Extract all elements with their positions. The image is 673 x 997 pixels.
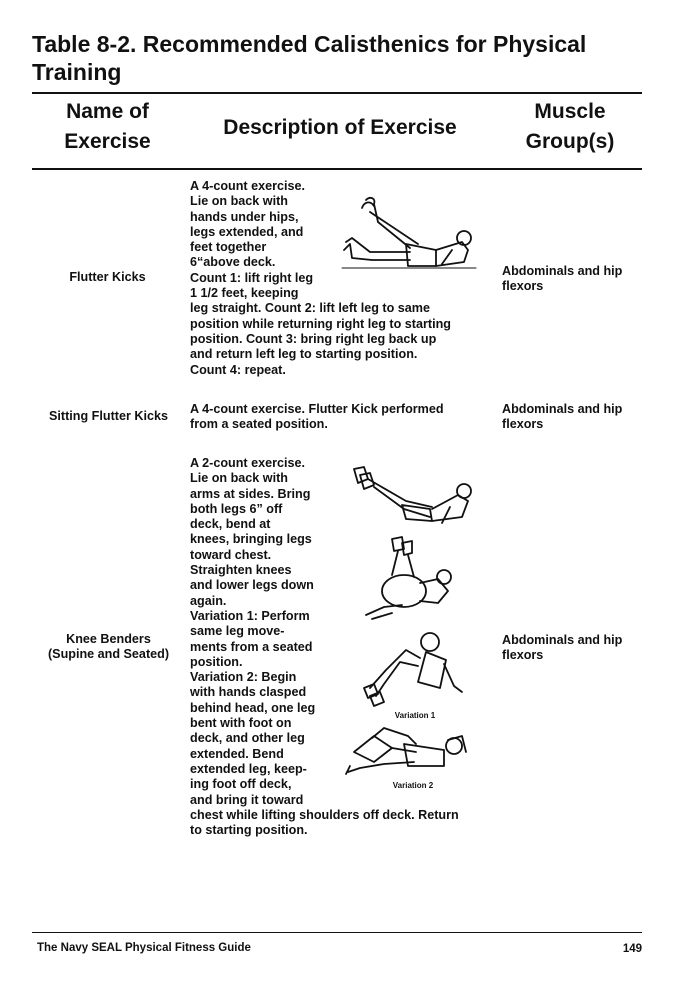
muscle-line: flexors bbox=[502, 648, 544, 663]
description-line: and bring it toward bbox=[190, 792, 304, 807]
exercise-name-line2: (Supine and Seated) bbox=[47, 647, 170, 662]
description-line: arms at sides. Bring bbox=[190, 486, 311, 501]
column-header-name-line1: Name of bbox=[66, 100, 149, 123]
description-line: leg straight. Count 2: lift left leg to … bbox=[190, 301, 431, 316]
description-line: toward chest. bbox=[190, 547, 272, 562]
page-title: Table 8-2. Recommended Calisthenics for … bbox=[32, 31, 587, 85]
description-line: chest while lifting shoulders off deck. … bbox=[190, 807, 459, 822]
description-line: extended leg, keep- bbox=[190, 761, 307, 776]
variation-2-caption: Variation 2 bbox=[392, 781, 434, 790]
description-line: A 4-count exercise. bbox=[190, 179, 306, 193]
description-line: position. bbox=[190, 654, 243, 669]
description-line: A 4-count exercise. Flutter Kick perform… bbox=[190, 402, 444, 416]
muscle-line: Abdominals and hip bbox=[502, 633, 623, 647]
column-header-name: Name of Exercise bbox=[40, 97, 175, 157]
muscle-line: Abdominals and hip bbox=[502, 402, 623, 416]
muscle-group-knee-benders: Abdominals and hip flexors bbox=[502, 633, 642, 664]
description-line: deck, and other leg bbox=[190, 731, 305, 746]
description-line: behind head, one leg bbox=[190, 700, 316, 715]
muscle-group-flutter-kicks: Abdominals and hip flexors bbox=[502, 264, 642, 295]
description-line: Count 1: lift right leg bbox=[190, 270, 314, 285]
muscle-group-sitting-flutter-kicks: Abdominals and hip flexors bbox=[502, 402, 642, 433]
footer-rule bbox=[32, 932, 642, 933]
knee-bender-tucked-figure-icon bbox=[362, 535, 462, 625]
column-header-muscle-line2: Group(s) bbox=[525, 130, 615, 153]
exercise-description-knee-benders: A 2-count exercise. Lie on back with arm… bbox=[190, 456, 490, 838]
exercise-name-knee-benders: Knee Benders (Supine and Seated) bbox=[36, 632, 181, 663]
description-line: knees, bringing legs bbox=[190, 532, 312, 547]
description-line: legs extended, and bbox=[190, 224, 304, 239]
muscle-line: Abdominals and hip bbox=[502, 264, 623, 278]
exercise-name-sitting-flutter-kicks: Sitting Flutter Kicks bbox=[49, 409, 168, 423]
column-header-muscle: Muscle Group(s) bbox=[500, 97, 640, 157]
description-line: ing foot off deck, bbox=[190, 777, 292, 792]
description-line: Count 4: repeat. bbox=[190, 362, 286, 377]
column-header-muscle-line1: Muscle bbox=[534, 100, 606, 123]
description-line: deck, bend at bbox=[190, 517, 271, 532]
exercise-name-flutter-kicks: Flutter Kicks bbox=[69, 270, 146, 284]
description-line: Straighten knees bbox=[190, 563, 292, 578]
variation-2-figure-icon bbox=[344, 722, 474, 780]
description-line: Lie on back with bbox=[190, 471, 288, 486]
description-line: same leg move- bbox=[190, 624, 285, 639]
description-line: Lie on back with bbox=[190, 194, 288, 209]
exercise-description-sitting-flutter-kicks: A 4-count exercise. Flutter Kick perform… bbox=[190, 402, 490, 433]
column-header-name-line2: Exercise bbox=[64, 130, 151, 153]
description-line: extended. Bend bbox=[190, 746, 284, 761]
variation-1-seated-figure-icon bbox=[356, 630, 466, 710]
description-line: to starting position. bbox=[190, 823, 308, 838]
description-line: both legs 6” off bbox=[190, 501, 283, 516]
header-top-rule bbox=[32, 92, 642, 94]
footer-page-number: 149 bbox=[622, 943, 642, 955]
description-line: ments from a seated bbox=[190, 639, 313, 654]
description-line: A 2-count exercise. bbox=[190, 456, 306, 470]
exercise-description-flutter-kicks: A 4-count exercise. Lie on back with han… bbox=[190, 179, 490, 378]
description-line: again. bbox=[190, 593, 227, 608]
description-line: 1 1/2 feet, keeping bbox=[190, 286, 299, 301]
flutter-kick-figure-icon bbox=[340, 192, 480, 274]
muscle-line: flexors bbox=[502, 279, 544, 294]
description-line: position. Count 3: bring right leg back … bbox=[190, 331, 437, 346]
column-header-description: Description of Exercise bbox=[223, 116, 457, 139]
description-line: 6“above deck. bbox=[190, 255, 276, 270]
variation-1-caption: Variation 1 bbox=[394, 711, 436, 720]
description-line: Variation 1: Perform bbox=[190, 608, 310, 623]
description-line: and lower legs down bbox=[190, 578, 314, 593]
footer-book-title: The Navy SEAL Physical Fitness Guide bbox=[37, 942, 251, 954]
description-line: from a seated position. bbox=[190, 417, 328, 432]
exercise-name-line1: Knee Benders bbox=[66, 632, 151, 646]
muscle-line: flexors bbox=[502, 417, 544, 432]
description-line: hands under hips, bbox=[190, 209, 299, 224]
knee-bender-extended-figure-icon bbox=[346, 465, 476, 527]
description-line: feet together bbox=[190, 240, 267, 255]
description-line: and return left leg to starting position… bbox=[190, 347, 418, 362]
description-line: Variation 2: Begin bbox=[190, 670, 297, 685]
header-bottom-rule bbox=[32, 168, 642, 170]
description-line: with hands clasped bbox=[190, 685, 307, 700]
description-line: position while returning right leg to st… bbox=[190, 316, 451, 331]
description-line: bent with foot on bbox=[190, 716, 292, 731]
